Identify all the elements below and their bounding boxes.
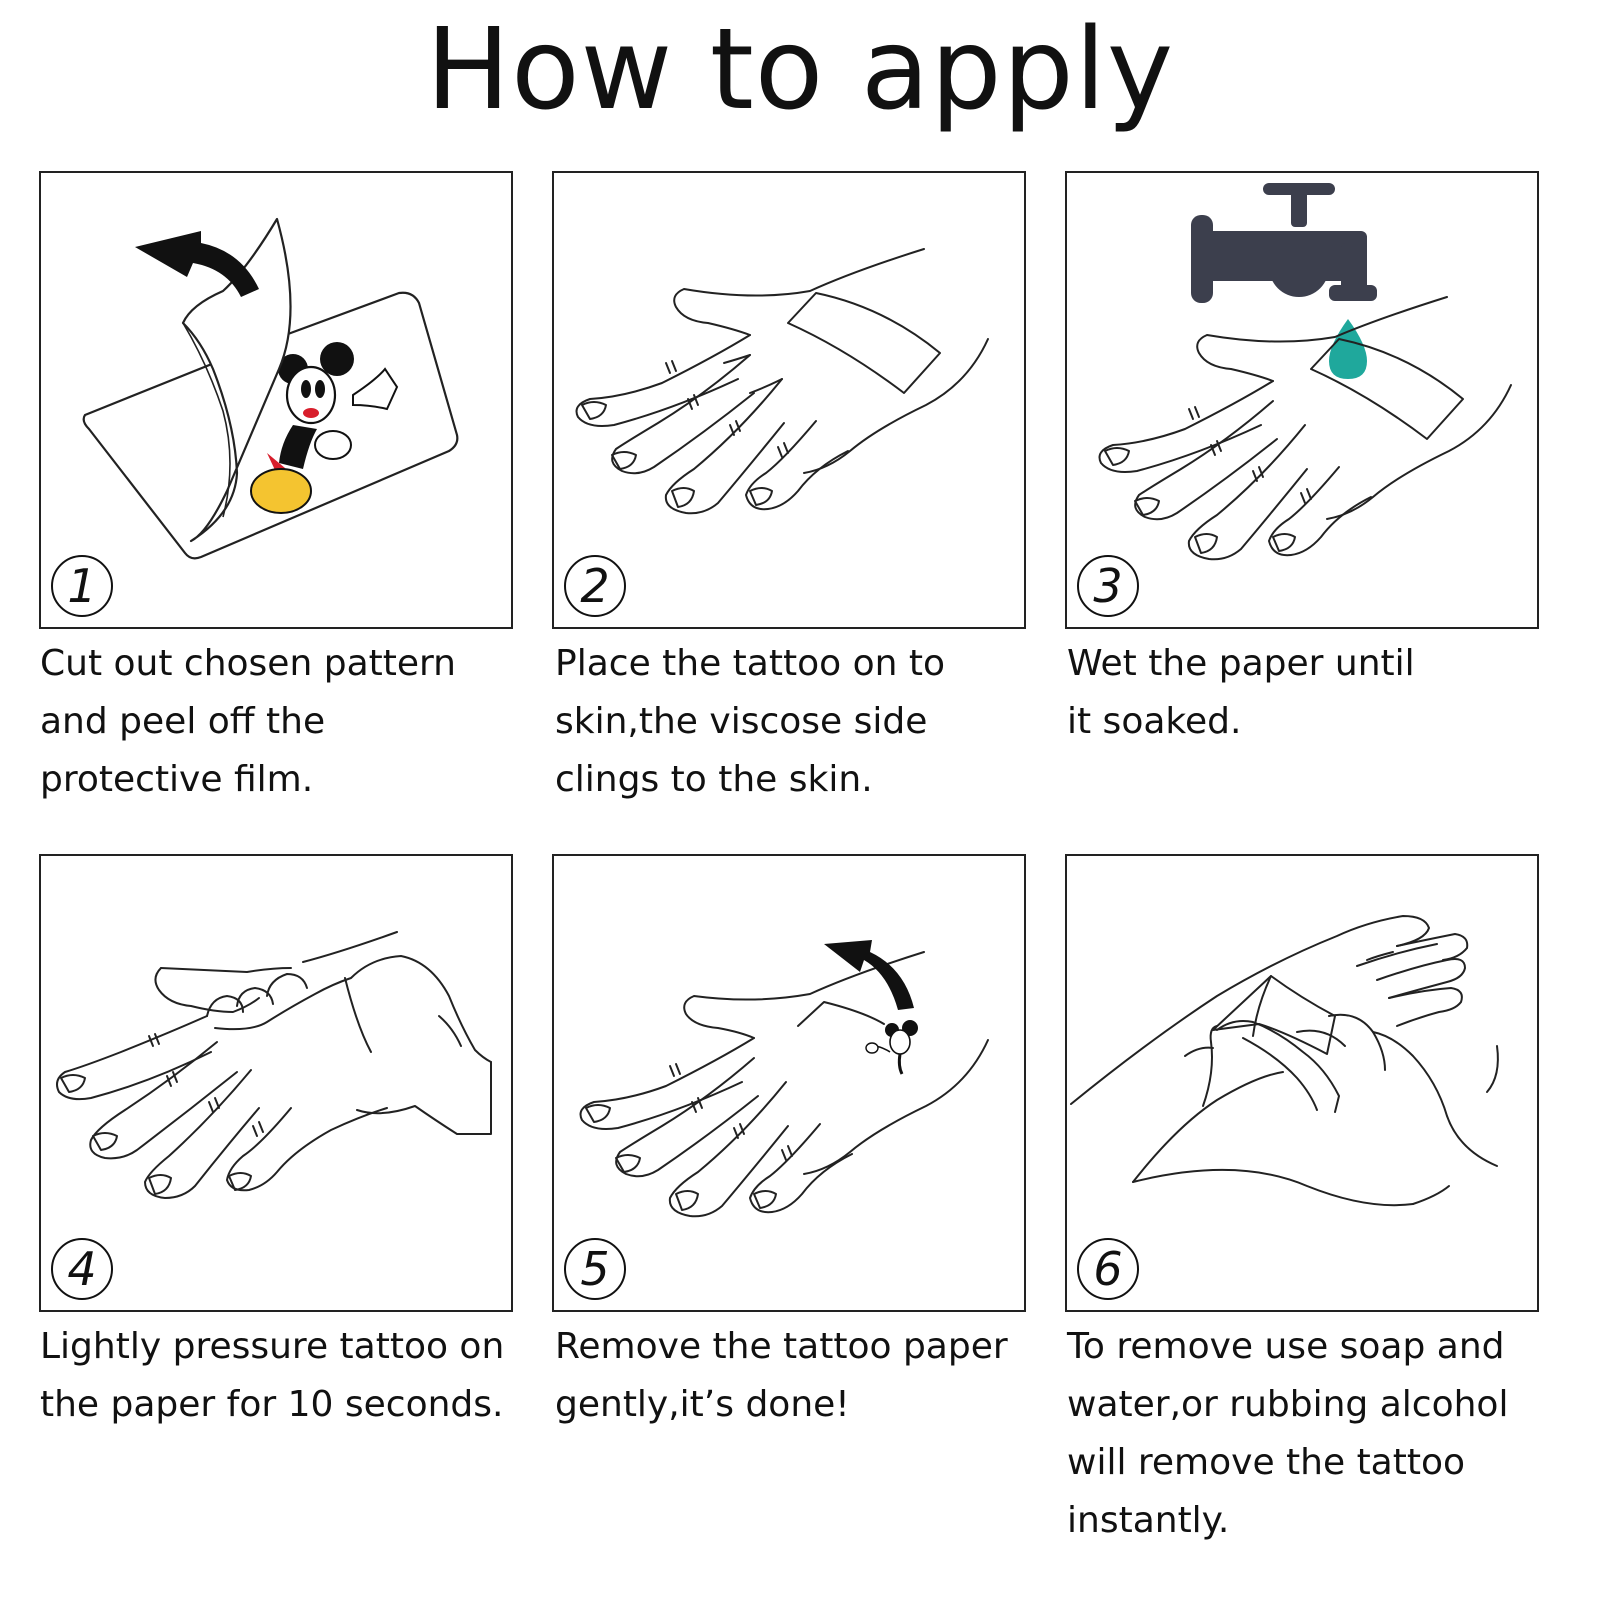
step-text-line: Place the tattoo on to: [555, 643, 946, 684]
peel-film-icon: [82, 217, 459, 560]
step-2-panel: 2: [552, 171, 1026, 629]
step-text-line: protective film.: [40, 759, 314, 800]
rub-remove-icon: [1070, 915, 1499, 1207]
step-text-line: skin,the viscose side: [555, 701, 928, 742]
step-text-line: Remove the tattoo paper: [555, 1326, 1008, 1367]
step-text-line: Wet the paper until: [1067, 643, 1415, 684]
faucet-icon: [1191, 183, 1377, 303]
step-text-line: it soaked.: [1067, 701, 1242, 742]
step-4-text: Lightly pressure tattoo on the paper for…: [40, 1318, 530, 1434]
step-number-6: 6: [1077, 1238, 1139, 1300]
sticker-character-icon: [865, 1020, 918, 1075]
step-text-line: Lightly pressure tattoo on: [40, 1326, 505, 1367]
water-drop-icon: [1329, 319, 1367, 379]
step-text-line: Cut out chosen pattern: [40, 643, 456, 684]
step-5-text: Remove the tattoo paper gently,it’s done…: [555, 1318, 1045, 1434]
step-number-5: 5: [564, 1238, 626, 1300]
step-2-text: Place the tattoo on to skin,the viscose …: [555, 635, 1045, 809]
sticker-character-icon: [250, 342, 399, 514]
step-number-2: 2: [564, 555, 626, 617]
press-hand-icon: [56, 931, 492, 1199]
step-text-line: water,or rubbing alcohol: [1067, 1384, 1509, 1425]
step-3-text: Wet the paper until it soaked.: [1067, 635, 1557, 751]
step-text-line: gently,it’s done!: [555, 1384, 850, 1425]
step-text-line: To remove use soap and: [1067, 1326, 1505, 1367]
step-1-panel: 1: [39, 171, 513, 629]
step-6-text: To remove use soap and water,or rubbing …: [1067, 1318, 1557, 1550]
remove-paper-icon: [579, 940, 989, 1218]
step-text-line: the paper for 10 seconds.: [40, 1384, 504, 1425]
step-text-line: and peel off the: [40, 701, 326, 742]
step-4-panel: 4: [39, 854, 513, 1312]
faucet-water-drop-icon: [1098, 183, 1512, 561]
step-5-panel: 5: [552, 854, 1026, 1312]
step-6-panel: 6: [1065, 854, 1539, 1312]
step-1-text: Cut out chosen pattern and peel off the …: [40, 635, 530, 809]
step-text-line: will remove the tattoo: [1067, 1442, 1466, 1483]
place-tattoo-on-hand-icon: [575, 248, 989, 515]
step-3-panel: 3: [1065, 171, 1539, 629]
step-text-line: instantly.: [1067, 1500, 1230, 1541]
step-text-line: clings to the skin.: [555, 759, 873, 800]
step-number-4: 4: [51, 1238, 113, 1300]
step-number-1: 1: [51, 555, 113, 617]
step-number-3: 3: [1077, 555, 1139, 617]
page-title: How to apply: [425, 5, 1175, 135]
